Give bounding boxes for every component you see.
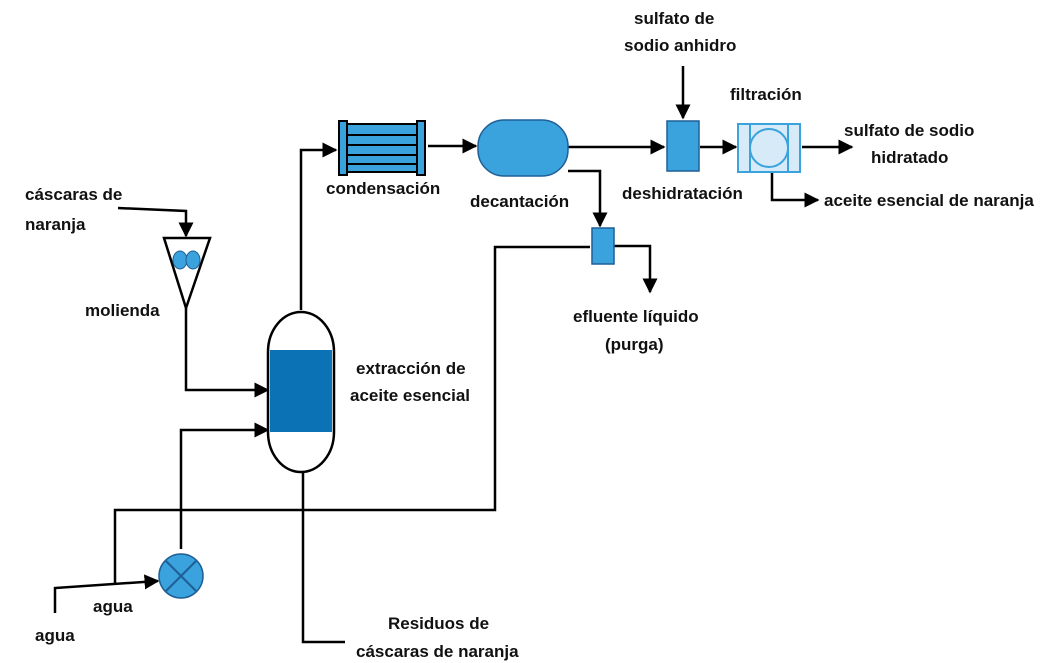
label-residue-line2: cáscaras de naranja (356, 642, 519, 661)
extraction-vessel-icon (266, 310, 336, 474)
flow-water-recycle (113, 245, 590, 584)
label-filtration: filtración (730, 85, 802, 104)
label-effluent-line2: (purga) (605, 335, 664, 354)
label-milling: molienda (85, 301, 160, 320)
label-water-lower: agua (35, 626, 75, 645)
decanter-icon (477, 119, 569, 177)
label-dehydration: deshidratación (622, 184, 743, 203)
label-extraction-line2: aceite esencial (350, 386, 470, 405)
label-hydrated-sulfate-line2: hidratado (871, 148, 948, 167)
label-residue-line1: Residuos de (388, 614, 489, 633)
label-water-upper: agua (93, 597, 133, 616)
label-orange-peels-line2: naranja (25, 215, 86, 234)
labels: cáscaras de naranja molienda extracción … (25, 9, 1034, 661)
flow-valve-to-extractor (179, 422, 270, 549)
label-condensation: condensación (326, 179, 440, 198)
flow-peel-residue-out (301, 472, 345, 644)
label-effluent-line1: efluente líquido (573, 307, 699, 326)
purge-vessel-icon (591, 227, 615, 265)
flow-purge-to-effluent (614, 244, 658, 294)
flow-water-lower-to-valve (53, 574, 160, 613)
label-extraction-line1: extracción de (356, 359, 466, 378)
label-orange-essential-oil: aceite esencial de naranja (824, 191, 1034, 210)
label-anhydrous-sulfate-line2: sodio anhidro (624, 36, 736, 55)
label-decantation: decantación (470, 192, 569, 211)
flow-orange-peel-feed (117, 206, 194, 238)
filter-icon (737, 123, 801, 173)
dehydration-unit-icon (666, 120, 700, 172)
mill-icon (162, 236, 212, 313)
flow-decanter-to-purge (568, 169, 608, 228)
valve-icon (158, 553, 204, 599)
label-orange-peels-line1: cáscaras de (25, 185, 122, 204)
flow-mill-to-extractor (184, 308, 270, 398)
label-anhydrous-sulfate-line1: sulfato de (634, 9, 714, 28)
flow-filter-to-orange-oil (770, 172, 820, 208)
label-hydrated-sulfate-line1: sulfato de sodio (844, 121, 974, 140)
flow-vapor-to-condenser (299, 142, 338, 310)
condenser-icon (338, 120, 426, 176)
flow-lines (53, 66, 854, 644)
